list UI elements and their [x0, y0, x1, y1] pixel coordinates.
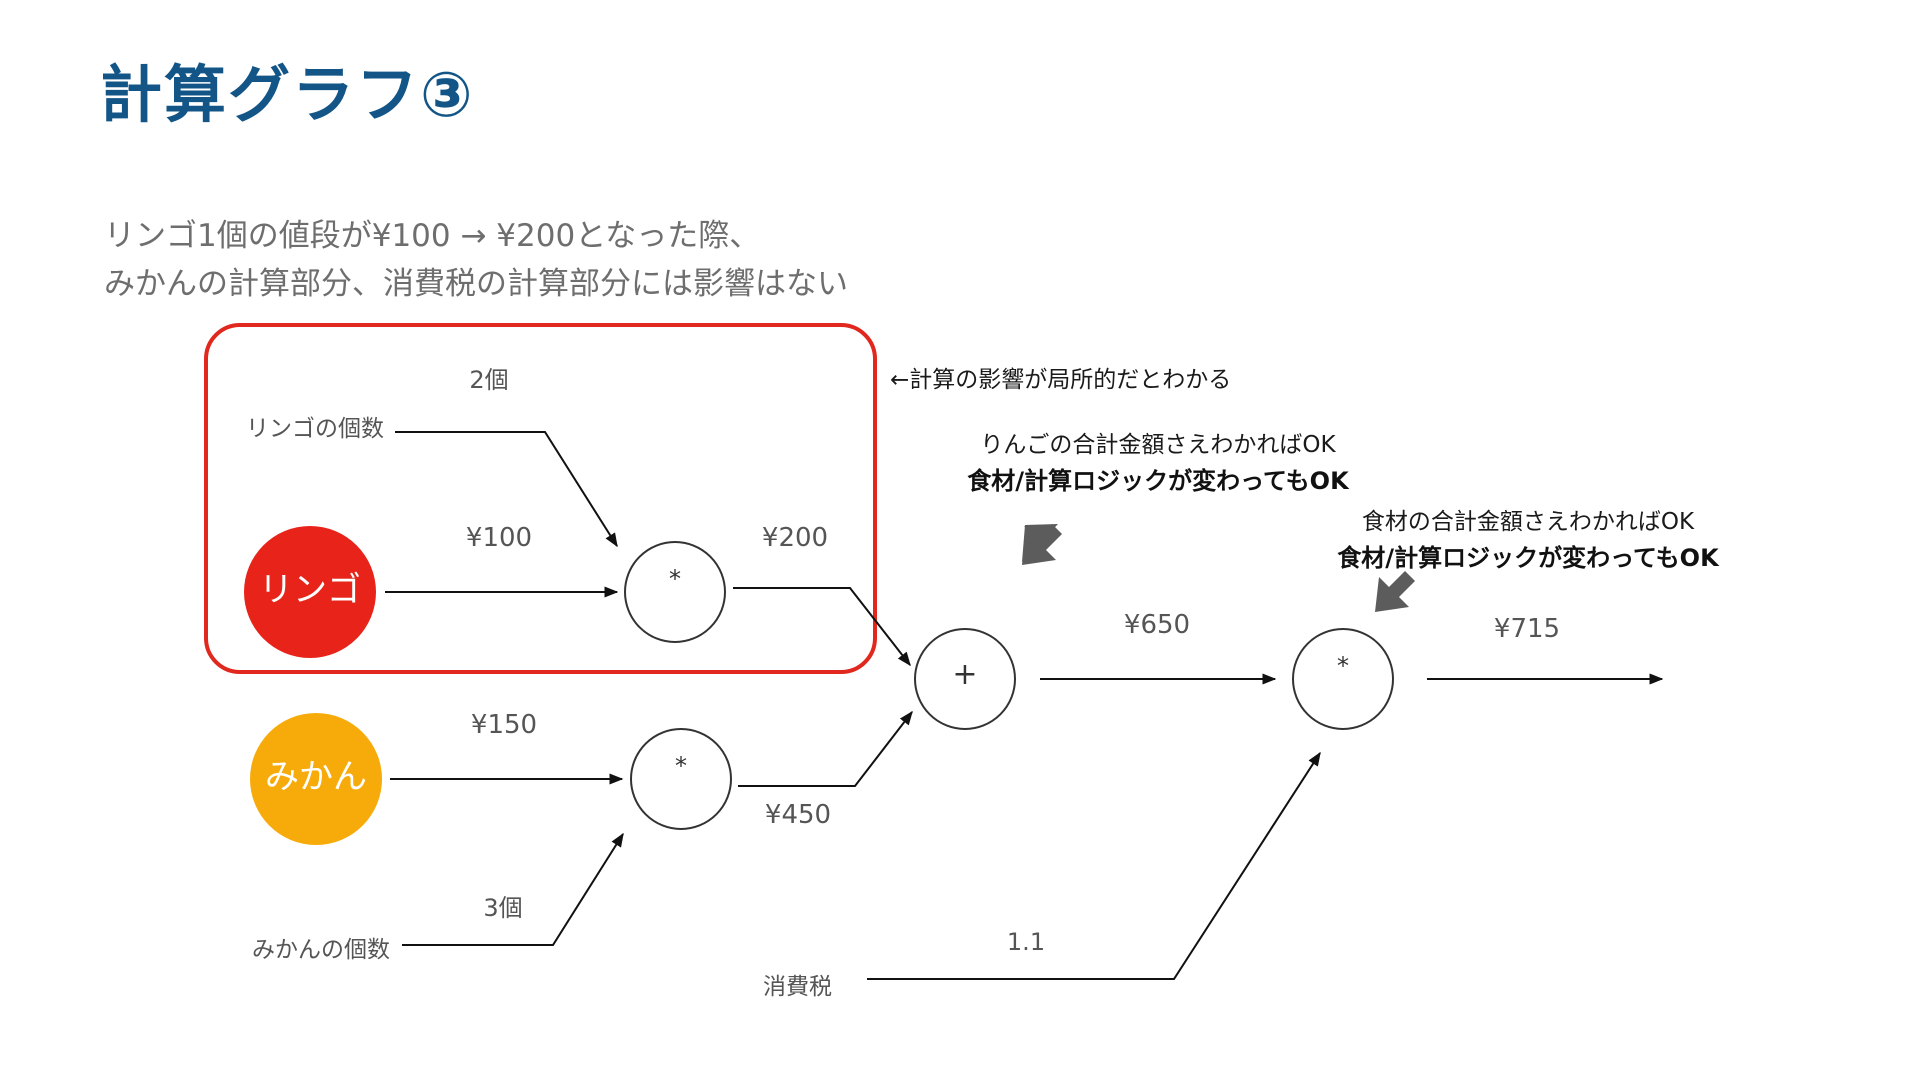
apple-node — [244, 526, 376, 658]
apple-node-label: リンゴ — [259, 570, 361, 610]
edge-apple-count-to-multiply — [395, 431, 618, 548]
orange-count-label: みかんの個数 — [252, 937, 390, 963]
food-note-line-1: 食材の合計金額さえわかればOK — [1361, 509, 1695, 535]
add-node — [914, 628, 1016, 730]
apple-total-value: ¥200 — [761, 523, 829, 553]
callout-arrow-apple-icon — [1022, 524, 1062, 565]
sum-total-value: ¥650 — [1123, 610, 1191, 640]
orange-node-label: みかん — [265, 757, 367, 797]
description-line-2: みかんの計算部分、消費税の計算部分には影響はない — [104, 266, 848, 302]
tax-label: 消費税 — [763, 974, 832, 1000]
orange-multiply-node — [630, 728, 732, 830]
final-total-value: ¥715 — [1493, 614, 1561, 644]
food-note-line-2: 食材/計算ロジックが変わってもOK — [1337, 544, 1719, 572]
apple-multiply-symbol: * — [669, 565, 681, 593]
tax-multiply-symbol: * — [1337, 652, 1349, 680]
apple-note-line-1: りんごの合計金額さえわかればOK — [980, 432, 1336, 458]
apple-count-value: 2個 — [469, 366, 509, 394]
local-effect-note: ←計算の影響が局所的だとわかる — [890, 367, 1232, 393]
edge-orange-total-to-add — [738, 710, 913, 787]
edge-apple-total-to-add — [733, 587, 911, 667]
orange-count-value: 3個 — [483, 894, 523, 922]
apple-highlight-box — [204, 323, 877, 674]
orange-node — [250, 713, 382, 845]
orange-multiply-symbol: * — [675, 752, 687, 780]
tax-value: 1.1 — [1006, 928, 1046, 956]
slide-title: 計算グラフ③ — [100, 58, 475, 131]
orange-price-value: ¥150 — [470, 710, 538, 740]
orange-total-value: ¥450 — [764, 800, 832, 830]
callout-arrow-food-icon — [1375, 571, 1415, 612]
edge-orange-count-to-multiply — [402, 832, 624, 946]
apple-count-label: リンゴの個数 — [246, 416, 384, 442]
description-line-1: リンゴ1個の値段が¥100 → ¥200となった際、 — [104, 218, 761, 254]
edge-tax-to-multiply — [867, 751, 1321, 980]
apple-note-line-2: 食材/計算ロジックが変わってもOK — [967, 467, 1349, 495]
tax-multiply-node — [1292, 628, 1394, 730]
apple-price-value: ¥100 — [465, 523, 533, 553]
add-symbol: + — [952, 657, 978, 692]
apple-multiply-node — [624, 541, 726, 643]
